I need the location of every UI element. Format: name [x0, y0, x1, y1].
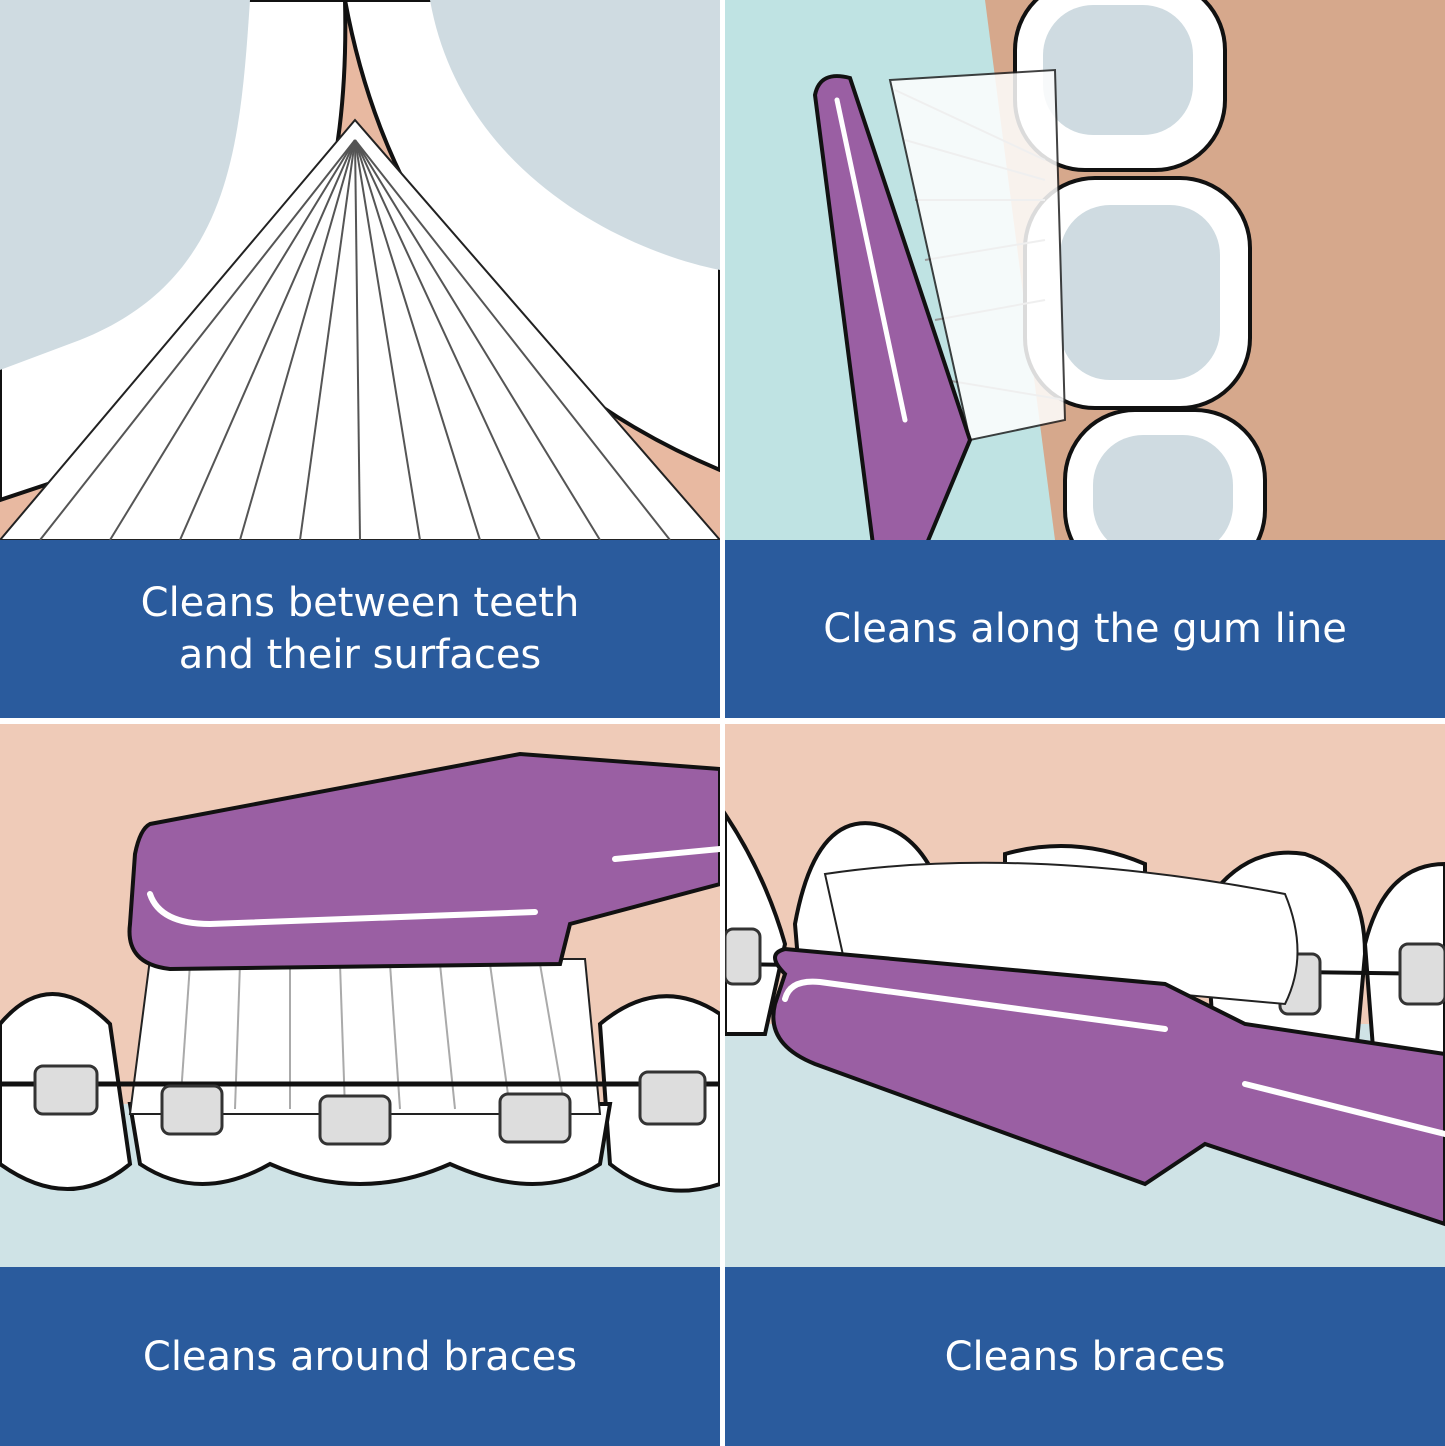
- panel-around-braces: Cleans around braces: [0, 724, 720, 1446]
- braces-illustration: [725, 724, 1445, 1267]
- panel-braces: Cleans braces: [725, 724, 1445, 1446]
- caption-band: Cleans between teeth and their surfaces: [0, 540, 720, 718]
- caption-line-1: Cleans between teeth: [140, 580, 580, 626]
- gum-line-illustration: [725, 0, 1445, 540]
- between-teeth-illustration: [0, 0, 720, 540]
- caption: Cleans braces: [944, 1333, 1226, 1380]
- panel-between-teeth: Cleans between teeth and their surfaces: [0, 0, 720, 718]
- around-braces-illustration: [0, 724, 720, 1267]
- caption: Cleans around braces: [142, 1333, 578, 1380]
- caption-band: Cleans braces: [725, 1267, 1445, 1446]
- caption-band: Cleans around braces: [0, 1267, 720, 1446]
- caption: Cleans along the gum line: [823, 606, 1347, 652]
- caption-line-2: and their surfaces: [178, 632, 542, 678]
- panel-gum-line: Cleans along the gum line: [725, 0, 1445, 718]
- caption-band: Cleans along the gum line: [725, 540, 1445, 718]
